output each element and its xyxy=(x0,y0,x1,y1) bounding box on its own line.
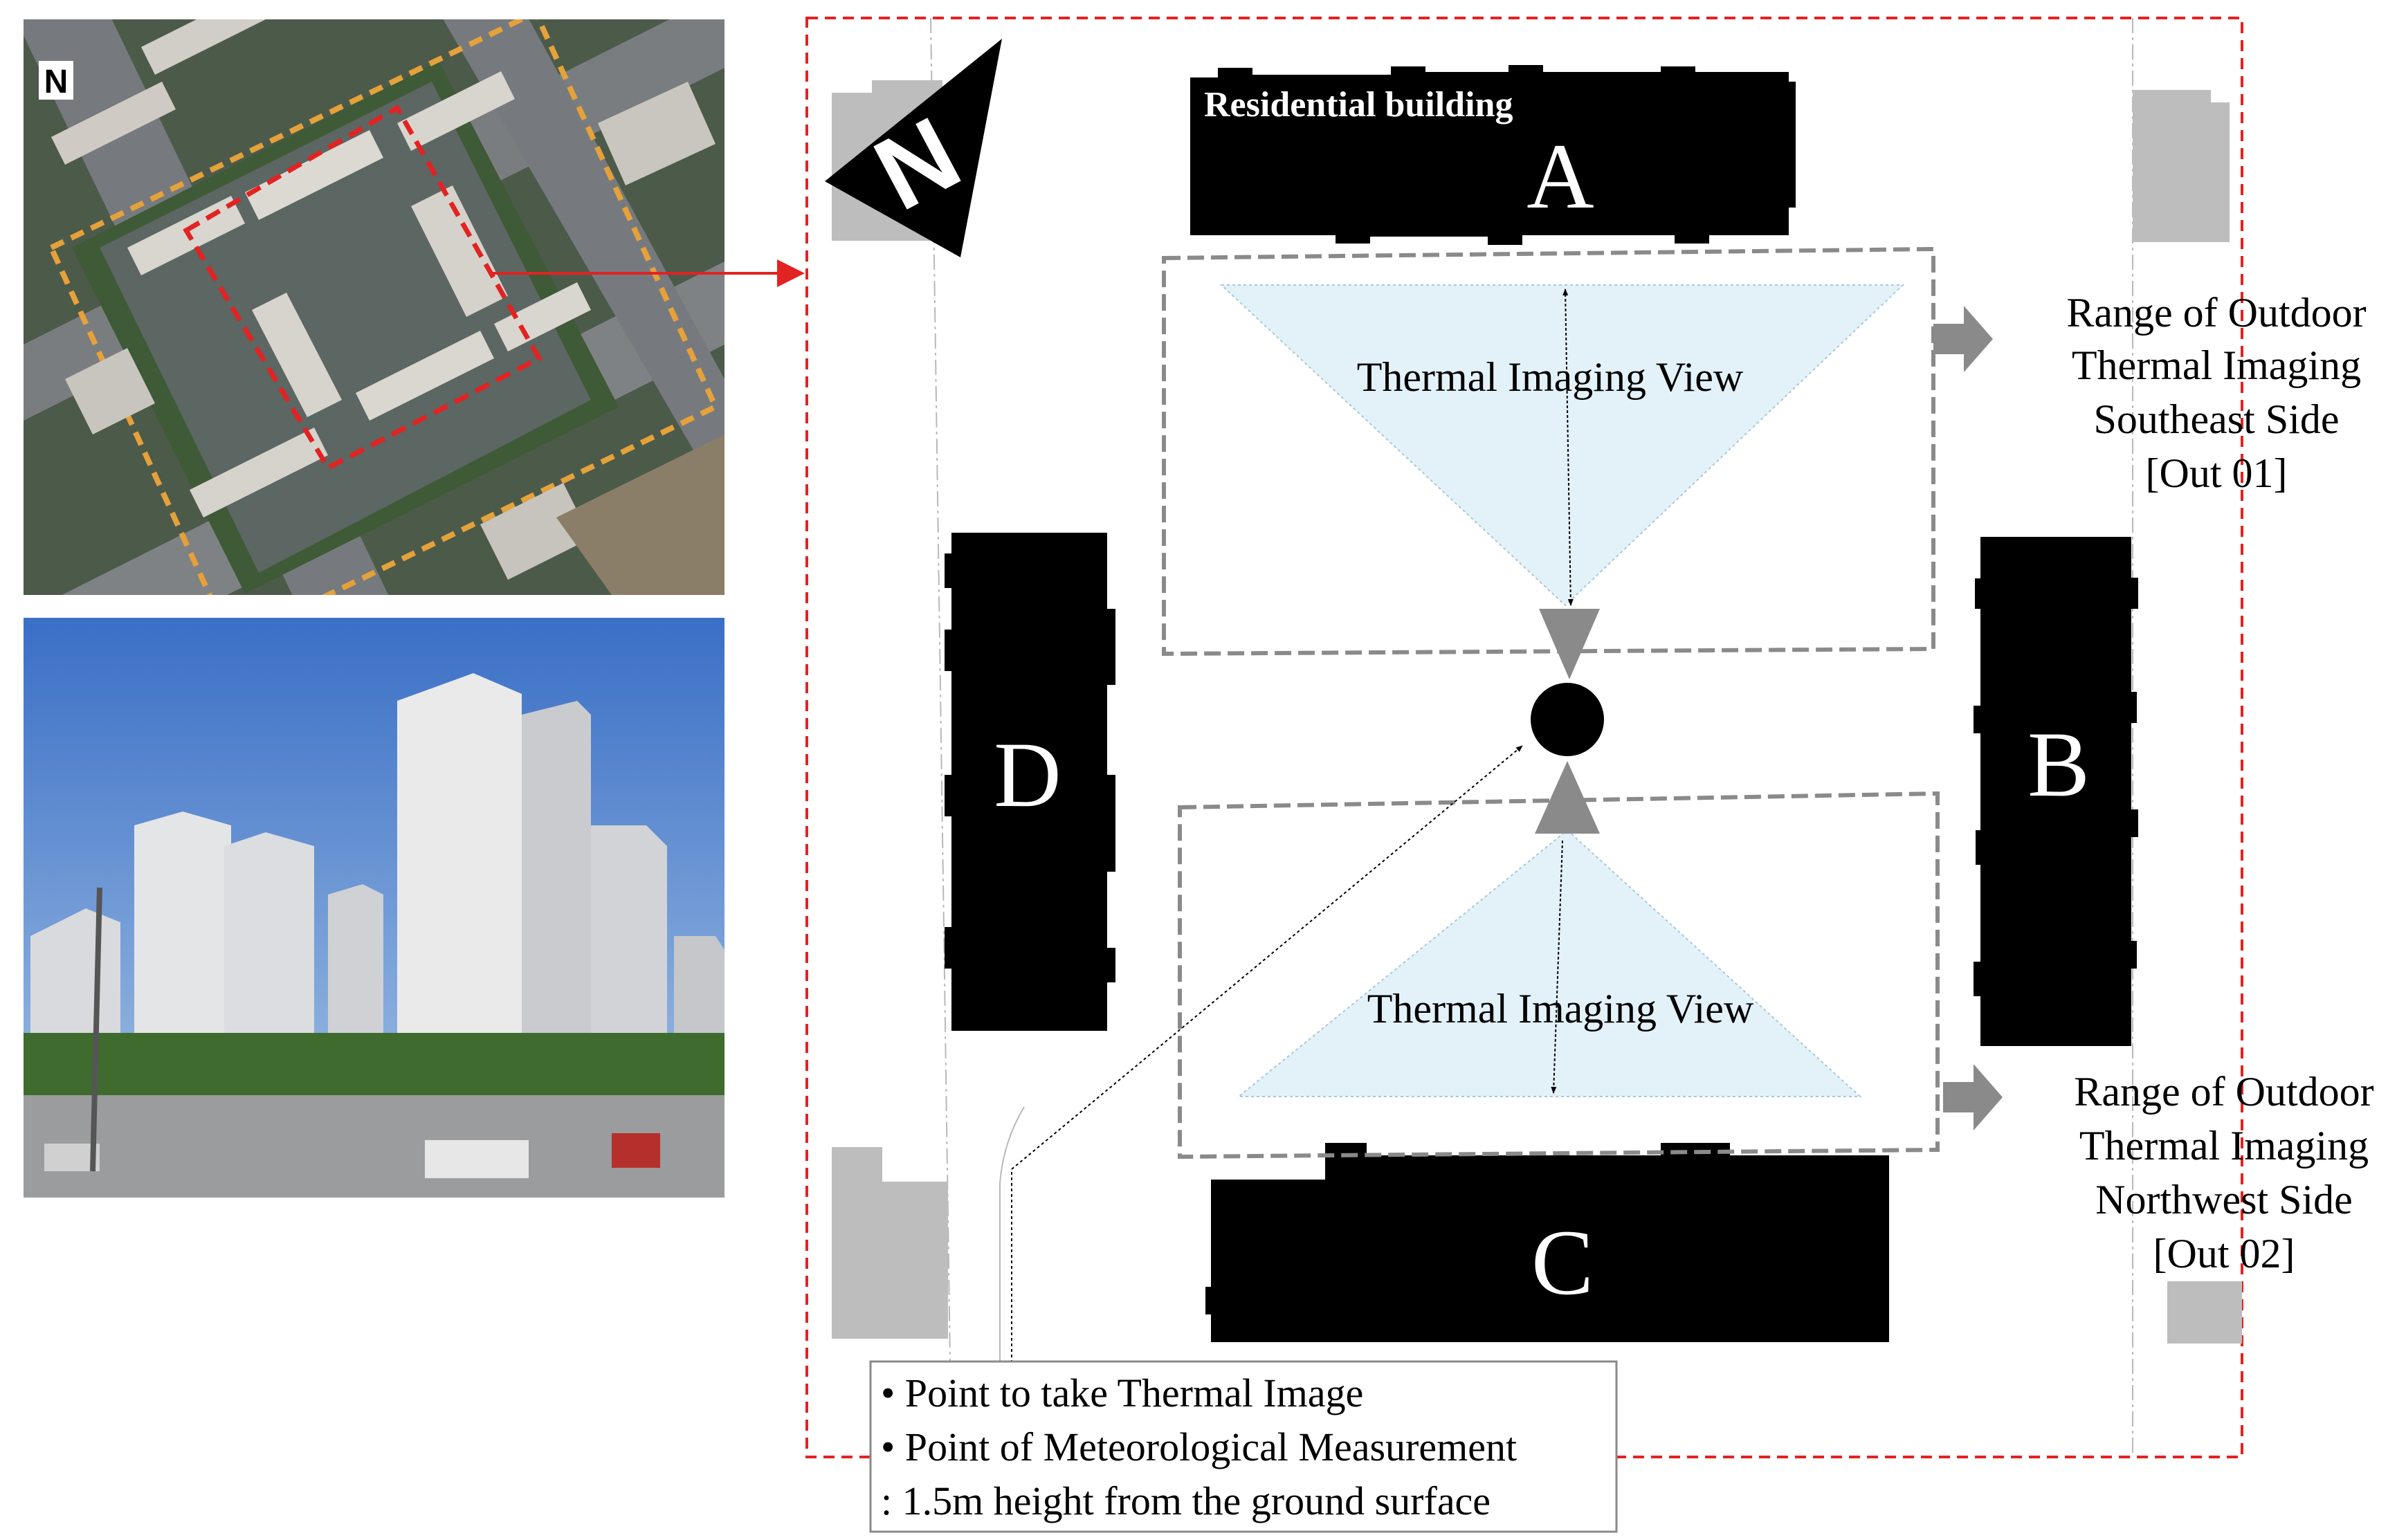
range-arrow-northwest-icon xyxy=(1943,1064,2003,1130)
neighbor-building-se xyxy=(2167,1281,2242,1344)
building-b xyxy=(1974,537,2138,1046)
range-label-southeast: Range of Outdoor Thermal Imaging Southea… xyxy=(2066,290,2366,496)
street-road xyxy=(24,1095,724,1198)
aerial-study-area xyxy=(183,104,543,471)
aerial-building xyxy=(252,293,342,417)
lower-view-cone xyxy=(1237,829,1862,1097)
neighbor-building-sw xyxy=(832,1147,948,1339)
legend-line-1: • Point to take Thermal Image xyxy=(881,1371,1363,1415)
lower-imaging-range xyxy=(1178,791,1940,1159)
street-tower xyxy=(674,936,724,1061)
aerial-building xyxy=(190,428,328,517)
range-arrow-southeast-icon xyxy=(1933,306,1993,372)
street-tower xyxy=(397,673,522,1061)
range-southeast-line: [Out 01] xyxy=(2146,450,2288,496)
aerial-building xyxy=(480,483,591,580)
aerial-complex-boundary xyxy=(47,19,720,595)
legend-box xyxy=(869,1360,1618,1533)
street-truck xyxy=(612,1133,660,1168)
aerial-building xyxy=(51,82,176,165)
aerial-photo-canvas: N xyxy=(24,19,724,595)
building-d-letter: D xyxy=(994,724,1061,827)
range-northwest-line: Range of Outdoor xyxy=(2074,1069,2373,1115)
range-label-northwest: Range of Outdoor Thermal Imaging Northwe… xyxy=(2074,1069,2373,1276)
street-lamp-post xyxy=(90,887,102,1172)
aerial-building xyxy=(65,348,155,434)
site-boundary xyxy=(805,17,2243,1458)
street-photo-canvas xyxy=(24,618,724,1198)
aerial-photo: N xyxy=(24,19,724,595)
street-tower xyxy=(591,825,667,1061)
building-c-letter: C xyxy=(1531,1211,1594,1314)
building-a xyxy=(1190,65,1796,245)
lower-view-depth-arrow xyxy=(1551,840,1563,1094)
aerial-north-box xyxy=(39,61,73,100)
aerial-building xyxy=(411,185,508,317)
street-tower xyxy=(522,701,591,1061)
lower-camera-arrow-icon xyxy=(1535,761,1600,834)
road-line-curve xyxy=(999,1106,1025,1457)
lower-view-label: Thermal Imaging View xyxy=(1367,986,1754,1032)
building-b-letter: B xyxy=(2027,713,2090,816)
upper-view-label: Thermal Imaging View xyxy=(1357,354,1744,400)
upper-view-depth-arrow xyxy=(1562,288,1574,606)
street-photo xyxy=(24,618,724,1198)
upper-view-cone xyxy=(1219,284,1905,607)
range-southeast-line: Southeast Side xyxy=(2094,396,2340,442)
neighbor-building-ne xyxy=(2133,90,2230,242)
aerial-building xyxy=(356,331,494,421)
building-a-caption: Residential building xyxy=(1204,85,1513,125)
aerial-road xyxy=(443,19,724,504)
upper-imaging-range xyxy=(1162,246,1935,657)
range-southeast-line: Range of Outdoor xyxy=(2066,290,2366,336)
building-c xyxy=(1205,1143,1889,1342)
north-arrow-icon xyxy=(825,39,1002,257)
legend-line-3: : 1.5m height from the ground surface xyxy=(881,1478,1491,1523)
street-tower xyxy=(134,812,231,1061)
range-northwest-line: Northwest Side xyxy=(2095,1177,2353,1222)
street-truck xyxy=(425,1140,529,1178)
range-northwest-line: [Out 02] xyxy=(2153,1231,2295,1276)
building-d xyxy=(945,533,1115,1031)
road-line-west xyxy=(930,17,952,1458)
building-a-letter: A xyxy=(1526,125,1594,228)
aerial-building xyxy=(245,130,383,220)
street-tower xyxy=(328,884,383,1061)
aerial-building xyxy=(494,282,591,351)
range-southeast-line: Thermal Imaging xyxy=(2072,342,2361,388)
aerial-building xyxy=(141,19,266,75)
aerial-empty-lot xyxy=(556,434,724,595)
street-tower xyxy=(224,832,314,1061)
aerial-building xyxy=(598,82,716,185)
upper-camera-arrow-icon xyxy=(1539,609,1600,679)
aerial-building xyxy=(397,71,515,151)
measurement-point-icon xyxy=(1531,683,1604,756)
street-trees xyxy=(24,1033,724,1095)
legend-line-2: • Point of Meteorological Measurement xyxy=(881,1424,1517,1469)
aerial-north-label: N xyxy=(44,64,69,100)
range-northwest-line: Thermal Imaging xyxy=(2079,1123,2369,1168)
